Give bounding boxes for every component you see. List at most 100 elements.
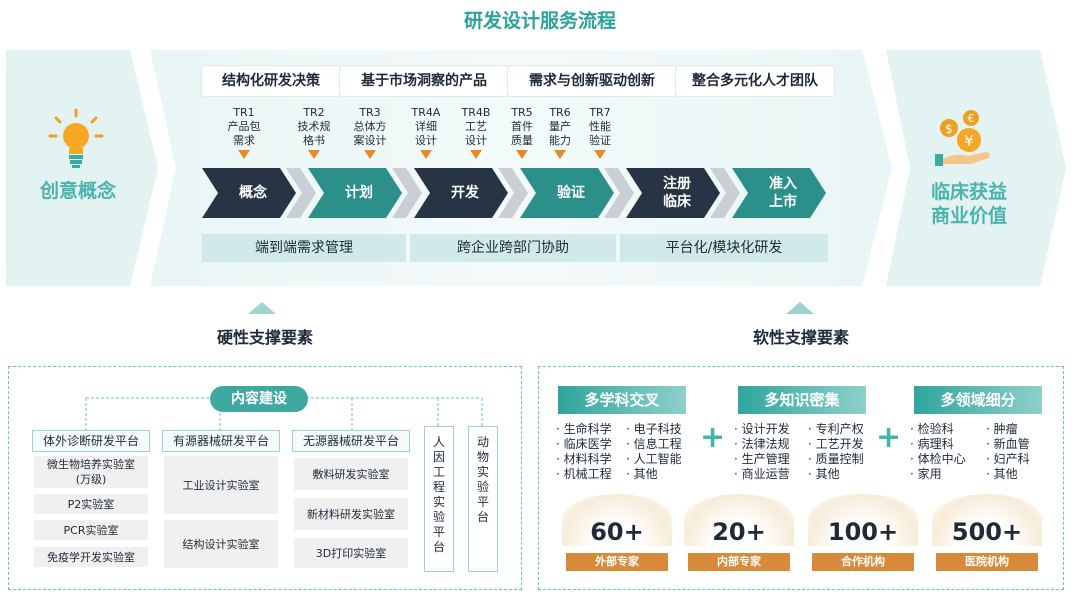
group-list: · 生命科学 · 临床医学 · 材料科学 · 机械工程 <box>556 422 626 482</box>
coins-hand-icon: $ € ¥ <box>935 110 990 166</box>
platform-human-factors: 人因工程实验平台 <box>424 426 454 572</box>
stat-label: 医院机构 <box>936 553 1038 571</box>
list-item: · 工艺开发 <box>808 437 864 451</box>
tr-point-4b: TR4B 工艺 设计 <box>454 106 498 148</box>
svg-text:$: $ <box>945 122 953 136</box>
stat-arc <box>932 494 1042 546</box>
lab-dressing: 敷料研发实验室 <box>294 458 408 490</box>
tr-code: TR3 <box>359 106 381 119</box>
list-item: · 检验科 <box>910 422 954 436</box>
list-item: · 设计开发 <box>734 422 790 436</box>
tr-point-2: TR2 技术规 格书 <box>292 106 336 148</box>
lab-3d-printing: 3D打印实验室 <box>294 538 408 568</box>
tr-marker-triangle <box>238 150 250 159</box>
list-item: · 专利产权 <box>808 422 864 436</box>
list-item: · 病理科 <box>910 437 954 451</box>
list-item: · 新血管 <box>986 437 1030 451</box>
list-item: · 其他 <box>808 467 840 481</box>
tr-desc: 质量 <box>511 134 533 147</box>
tr-desc: 设计 <box>465 134 487 147</box>
tr-desc: 量产 <box>549 120 571 133</box>
list-item: · 体检中心 <box>910 452 966 466</box>
right-caption: 临床获益 商业价值 <box>904 180 1034 228</box>
list-item: · 临床医学 <box>556 437 612 451</box>
tr-desc: 设计 <box>415 134 437 147</box>
left-arrow-band <box>6 50 158 286</box>
stat-value: 60+ <box>590 518 644 546</box>
stat-label: 合作机构 <box>812 553 914 571</box>
soft-section-marker <box>786 302 814 314</box>
stage-concept: 概念 <box>218 168 288 218</box>
tr-desc: 验证 <box>589 134 611 147</box>
platform-ivd: 体外诊断研发平台 <box>32 430 150 452</box>
stage-develop: 开发 <box>430 168 500 218</box>
tr-code: TR7 <box>589 106 611 119</box>
platform-active-device: 有源器械研发平台 <box>162 430 280 452</box>
stat-arc <box>808 494 918 546</box>
tr-code: TR1 <box>233 106 255 119</box>
page-title: 研发设计服务流程 <box>463 10 616 32</box>
list-item: · 法律法规 <box>734 437 790 451</box>
stat-value: 500+ <box>951 518 1023 546</box>
mgmt-end-to-end: 端到端需求管理 <box>202 234 406 262</box>
tr-marker-triangle <box>308 150 320 159</box>
tr-desc: 详细 <box>415 120 437 133</box>
mgmt-cross-enterprise: 跨企业跨部门协助 <box>410 234 616 262</box>
stage-label: 临床 <box>663 194 691 210</box>
lab-structural-design: 结构设计实验室 <box>164 520 278 568</box>
stat-value: 100+ <box>827 518 899 546</box>
soft-section-title: 软性支撑要素 <box>752 328 849 347</box>
right-caption-line-1: 临床获益 <box>930 181 1007 203</box>
stat-arc <box>562 494 672 546</box>
tr-point-3: TR3 总体方 案设计 <box>348 106 392 148</box>
list-item: · 人工智能 <box>626 452 682 466</box>
tr-point-5: TR5 首件 质量 <box>500 106 544 148</box>
stat-arc <box>684 494 794 546</box>
stage-label: 上市 <box>769 194 797 210</box>
tr-code: TR6 <box>549 106 571 119</box>
list-item: · 生命科学 <box>556 422 612 436</box>
list-item: · 其他 <box>626 467 658 481</box>
list-item: · 质量控制 <box>808 452 864 466</box>
stage-plan: 计划 <box>324 168 394 218</box>
tr-desc: 工艺 <box>465 120 487 133</box>
list-item: · 其他 <box>986 467 1018 481</box>
tr-point-4a: TR4A 详细 设计 <box>404 106 448 148</box>
stage-label: 概念 <box>239 185 267 201</box>
tr-desc: 案设计 <box>353 134 387 147</box>
group-list: · 设计开发 · 法律法规 · 生产管理 · 商业运营 <box>734 422 808 482</box>
svg-text:¥: ¥ <box>964 132 974 150</box>
list-item: · 商业运营 <box>734 467 790 481</box>
lab-immunology: 免疫学开发实验室 <box>34 547 148 567</box>
tr-desc: 产品包 <box>227 120 261 133</box>
stage-label: 准入 <box>769 176 797 192</box>
stage-label: 注册 <box>663 176 691 192</box>
content-building-pill: 内容建设 <box>210 386 308 412</box>
hard-section-marker <box>248 302 276 314</box>
list-item: · 家用 <box>910 467 942 481</box>
stat-label: 内部专家 <box>688 553 790 571</box>
list-item: · 妇产科 <box>986 452 1030 466</box>
list-item: · 生产管理 <box>734 452 790 466</box>
right-arrow-band <box>886 50 1066 286</box>
stage-registration: 注册 临床 <box>642 168 712 218</box>
group-list: · 专利产权 · 工艺开发 · 质量控制 · 其他 <box>808 422 882 482</box>
group-list: · 检验科 · 病理科 · 体检中心 · 家用 <box>910 422 986 482</box>
tr-code: TR2 <box>303 106 325 119</box>
tr-desc: 首件 <box>511 120 533 133</box>
stage-chevrons <box>202 168 826 218</box>
tr-marker-triangle <box>470 150 482 159</box>
lab-microbiology: 微生物培养实验室 (万级) <box>34 456 148 488</box>
list-item: · 机械工程 <box>556 467 612 481</box>
plus-icon: + <box>700 420 726 455</box>
platform-animal-experiment: 动物实验平台 <box>468 426 498 572</box>
tr-code: TR5 <box>511 106 533 119</box>
stat-value: 20+ <box>712 518 766 546</box>
tr-desc: 技术规 <box>297 120 331 133</box>
stage-label: 验证 <box>557 185 585 201</box>
list-item: · 信息工程 <box>626 437 682 451</box>
tr-marker-triangle <box>554 150 566 159</box>
tr-code: TR4B <box>461 106 491 119</box>
left-caption: 创意概念 <box>39 180 116 202</box>
tr-desc: 总体方 <box>353 120 387 133</box>
